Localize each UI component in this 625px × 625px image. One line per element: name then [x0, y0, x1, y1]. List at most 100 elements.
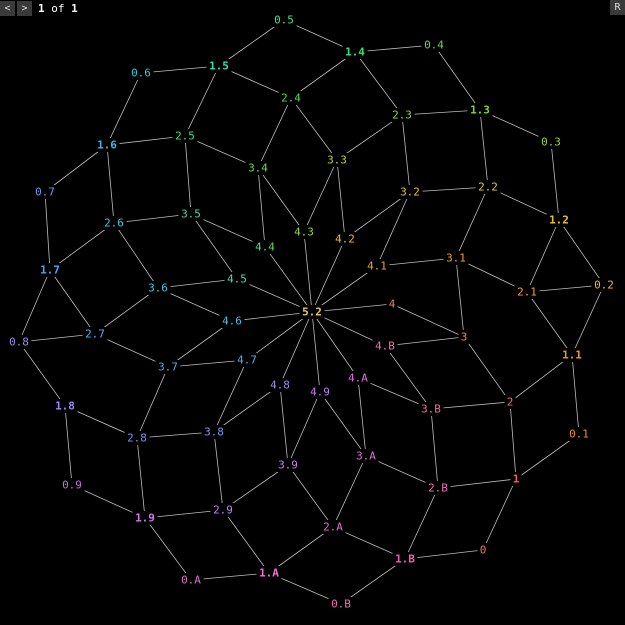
- edge-3.2-4.2: [344, 191, 411, 240]
- node-1.4: 1.4: [345, 46, 365, 59]
- node-1.3: 1.3: [470, 104, 490, 117]
- node-4.2: 4.2: [335, 233, 355, 246]
- node-bg-2.B: [425, 481, 451, 495]
- edge-4.6-3.7: [167, 320, 233, 368]
- node-bg-4.4: [252, 240, 278, 254]
- node-0.7: 0.7: [35, 186, 55, 199]
- edge-0.3-1.2: [550, 141, 560, 221]
- page-total: 1: [71, 1, 78, 15]
- edge-2.8-3.8: [136, 431, 215, 439]
- edge-5.2-4.4: [264, 246, 313, 313]
- node-4.3: 4.3: [294, 226, 314, 239]
- edge-2.5-3.5: [184, 135, 192, 215]
- node-4.1: 4.1: [367, 260, 387, 273]
- edge-2.6-1.7: [49, 222, 115, 271]
- edge-3.9-2.A: [287, 464, 334, 528]
- node-0.6: 0.6: [131, 67, 151, 80]
- edge-5.2-4: [311, 303, 393, 313]
- node-bg-5.2: [299, 305, 325, 319]
- node-0.3: 0.3: [541, 136, 561, 149]
- node-bg-0.A: [178, 573, 204, 587]
- node-bg-0.6: [128, 66, 154, 80]
- node-bg-0.3: [538, 135, 564, 149]
- edge-5.2-4.1: [311, 265, 378, 313]
- next-button[interactable]: >: [17, 0, 32, 16]
- edge-3.3-4.2: [336, 159, 346, 240]
- edge-2.6-3.5: [113, 213, 192, 224]
- edge-1.9-0.A: [144, 517, 192, 581]
- edge-5.2-4.A: [311, 311, 359, 379]
- node-bg-2.2: [475, 180, 501, 194]
- node-0: 0: [480, 544, 487, 557]
- reset-button[interactable]: R: [610, 0, 625, 15]
- page-current: 1: [38, 1, 45, 15]
- edge-3-2: [463, 336, 511, 403]
- node-bg-4.9: [307, 385, 333, 399]
- node-1.1: 1.1: [562, 349, 582, 362]
- node-bg-0.7: [32, 185, 58, 199]
- prev-button[interactable]: <: [0, 0, 15, 16]
- edge-3.7-2.8: [136, 366, 169, 439]
- node-bg-2.5: [172, 129, 198, 143]
- edge-0.2-1.1: [571, 284, 605, 356]
- edge-3.4-4.3: [257, 167, 305, 233]
- node-4.8: 4.8: [270, 379, 290, 392]
- node-3.7: 3.7: [158, 361, 178, 374]
- node-bg-2.6: [101, 216, 127, 230]
- node-bg-0: [477, 543, 489, 557]
- node-2.5: 2.5: [175, 130, 195, 143]
- node-bg-3.B: [418, 402, 444, 416]
- edge-4.B-3.B: [384, 345, 432, 410]
- edge-1.1-2: [509, 354, 573, 403]
- node-3.3: 3.3: [327, 154, 347, 167]
- node-3.B: 3.B: [421, 403, 441, 416]
- node-bg-1.7: [37, 263, 63, 277]
- node-2.8: 2.8: [127, 432, 147, 445]
- edge-5.2-4.3: [303, 231, 313, 313]
- edge-4.9-3.A: [319, 391, 367, 457]
- edge-2.8-1.9: [136, 437, 146, 519]
- node-3.1: 3.1: [446, 252, 466, 265]
- node-3.2: 3.2: [400, 186, 420, 199]
- node-bg-0.4: [421, 38, 447, 52]
- node-3.5: 3.5: [181, 208, 201, 221]
- node-bg-1.6: [94, 138, 120, 152]
- node-bg-0.5: [271, 13, 297, 27]
- node-bg-1.3: [467, 103, 493, 117]
- edge-1.9-2.9: [144, 509, 224, 519]
- node-0.4: 0.4: [424, 39, 444, 52]
- edge-1.1-0.1: [571, 354, 580, 435]
- edge-2.2-3.1: [455, 186, 489, 259]
- node-2.A: 2.A: [323, 521, 343, 534]
- node-bg-3.9: [275, 458, 301, 472]
- node-bg-4.B: [372, 339, 398, 353]
- edge-0.5-1.5: [218, 19, 285, 67]
- edge-2-1: [509, 401, 517, 480]
- edge-2.1-0.2: [526, 284, 605, 293]
- node-bg-3.1: [443, 251, 469, 265]
- edge-4.7-3.8: [213, 359, 248, 433]
- edge-0.6-1.6: [106, 72, 142, 146]
- edge-3.B-2: [430, 401, 511, 410]
- node-3.9: 3.9: [278, 459, 298, 472]
- edge-3.B-2.B: [430, 408, 439, 489]
- node-bg-1.A: [256, 566, 282, 580]
- edge-3.2-2.2: [409, 186, 489, 193]
- node-1.2: 1.2: [549, 214, 569, 227]
- node-bg-2.9: [210, 503, 236, 517]
- edge-2.B-1: [437, 478, 517, 489]
- edge-2.9-1.A: [222, 509, 270, 574]
- node-bg-4: [386, 297, 398, 311]
- edge-1.7-0.8: [18, 269, 51, 343]
- node-bg-2.1: [514, 285, 540, 299]
- edge-2.A-1.A: [268, 526, 334, 574]
- node-1.A: 1.A: [259, 567, 279, 580]
- node-4.4: 4.4: [255, 241, 275, 254]
- node-bg-3.5: [178, 207, 204, 221]
- node-2.2: 2.2: [478, 181, 498, 194]
- edge-4-3: [391, 303, 465, 338]
- node-1: 1: [513, 473, 520, 486]
- node-4.6: 4.6: [222, 315, 242, 328]
